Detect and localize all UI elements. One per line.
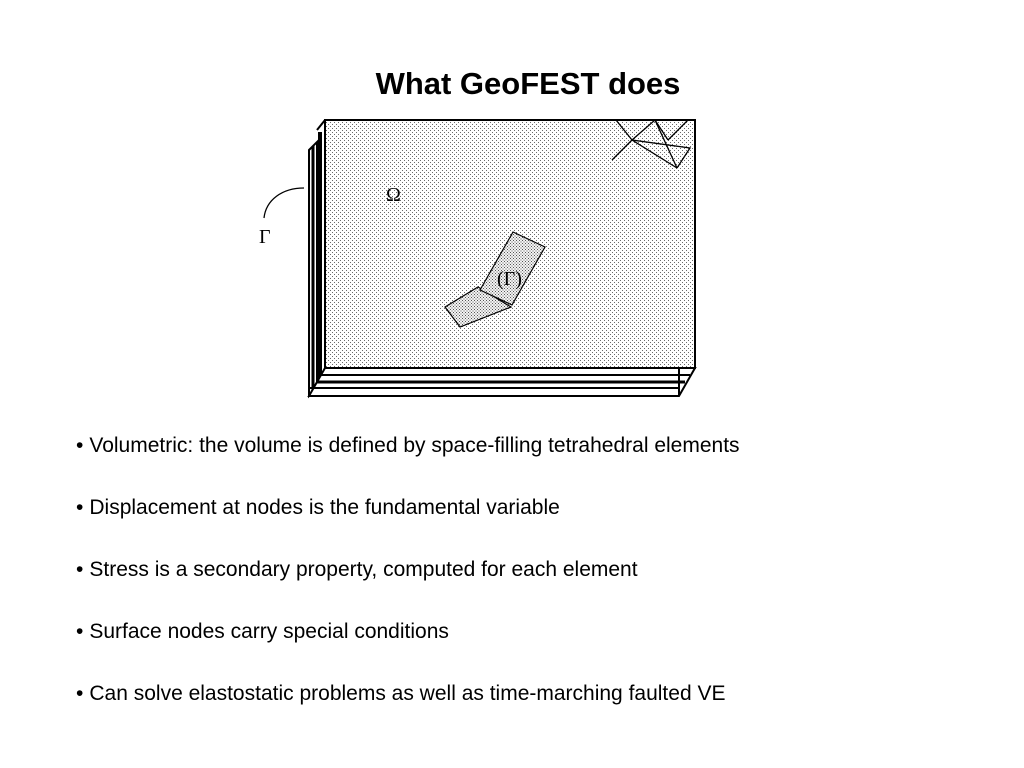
bullet-list: •Volumetric: the volume is defined by sp… bbox=[76, 428, 740, 738]
tetrahedral-mesh-icon bbox=[611, 119, 692, 169]
bullet-item: •Stress is a secondary property, compute… bbox=[76, 552, 740, 588]
volume-layers bbox=[307, 132, 697, 399]
bullet-text: Stress is a secondary property, computed… bbox=[89, 558, 638, 581]
fault-planes bbox=[444, 231, 546, 328]
bullet-text: Volumetric: the volume is defined by spa… bbox=[89, 434, 740, 457]
bullet-marker: • bbox=[76, 620, 84, 643]
bullet-item: •Volumetric: the volume is defined by sp… bbox=[76, 428, 740, 464]
gamma-label: Γ bbox=[259, 226, 271, 248]
bullet-marker: • bbox=[76, 434, 84, 457]
bullet-marker: • bbox=[76, 682, 84, 705]
fault-label: (Γ) bbox=[497, 268, 522, 290]
omega-label: Ω bbox=[386, 184, 401, 206]
bullet-text: Surface nodes carry special conditions bbox=[89, 620, 449, 643]
domain-figure: Ω Γ (Γ) bbox=[259, 119, 697, 399]
bullet-item: •Can solve elastostatic problems as well… bbox=[76, 676, 740, 712]
bullet-marker: • bbox=[76, 496, 84, 519]
bullet-marker: • bbox=[76, 558, 84, 581]
boundary-pointer bbox=[263, 187, 305, 219]
bullet-text: Displacement at nodes is the fundamental… bbox=[89, 496, 560, 519]
bullet-text: Can solve elastostatic problems as well … bbox=[89, 682, 726, 705]
bullet-item: •Displacement at nodes is the fundamenta… bbox=[76, 490, 740, 526]
bullet-item: •Surface nodes carry special conditions bbox=[76, 614, 740, 650]
slide-title: What GeoFEST does bbox=[375, 66, 681, 101]
